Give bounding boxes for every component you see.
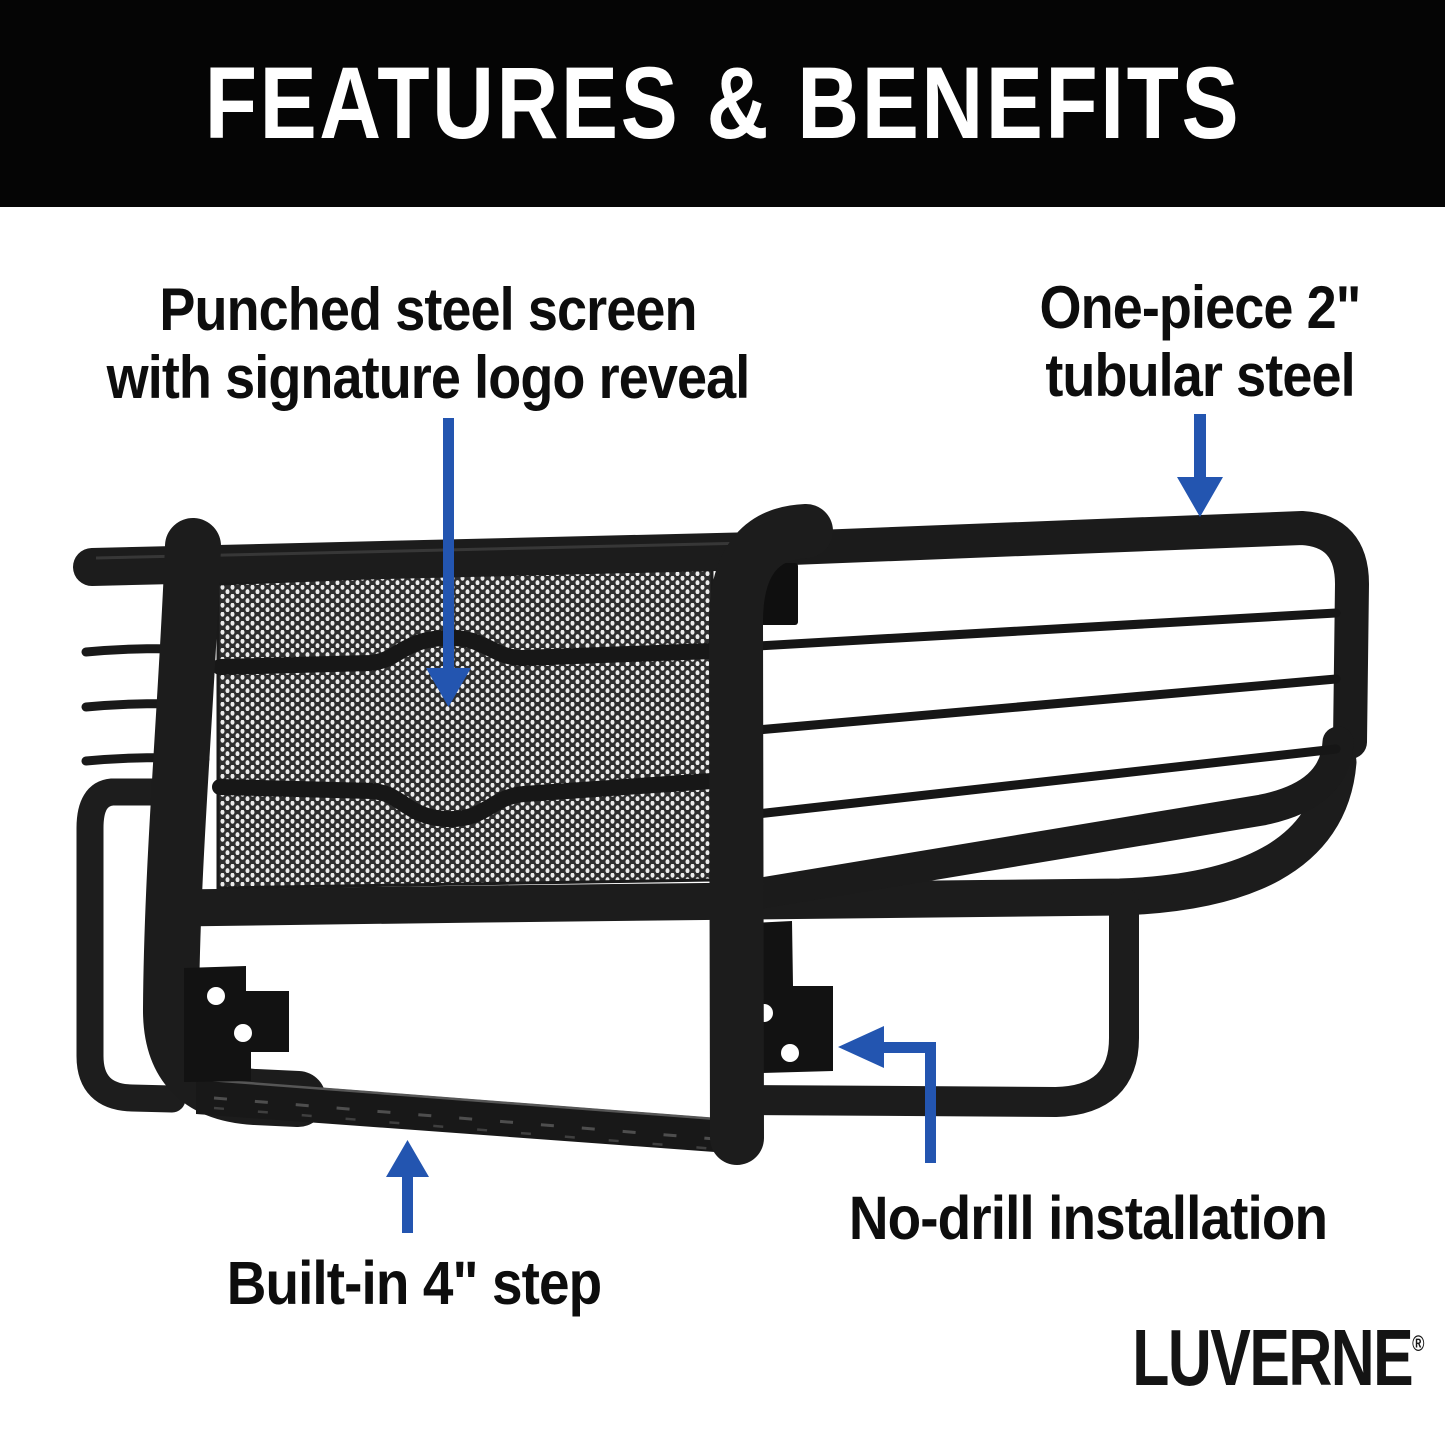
- step-bar: [195, 1077, 743, 1154]
- punched-steel-mesh-screen: [212, 562, 720, 890]
- callout-built-in-step: Built-in 4" step: [216, 1249, 612, 1317]
- callout-punched-steel-screen: Punched steel screen with signature logo…: [86, 276, 770, 412]
- callout-arrows: [386, 414, 1223, 1233]
- callout-one-piece-tubular-steel: One-piece 2" tubular steel: [1002, 274, 1398, 410]
- lower-left-wrap-tube: [76, 778, 186, 1113]
- center-upright-tube: [708, 504, 833, 1165]
- brand-logo: LUVERNE®: [1040, 1312, 1424, 1404]
- headlight-guard-frame: [746, 511, 1369, 909]
- callout-line: No-drill installation: [848, 1184, 1328, 1252]
- page-title: FEATURES & BENEFITS: [204, 46, 1241, 160]
- callout-line: with signature logo reveal: [106, 344, 751, 411]
- callout-line: Punched steel screen: [159, 276, 697, 343]
- callout-line: One-piece 2": [1039, 274, 1362, 341]
- callout-line: tubular steel: [1045, 342, 1355, 409]
- lower-right-loop-tube: [731, 888, 1139, 1118]
- punched-steel-arrow-icon: [426, 418, 471, 707]
- luverne-logo: LUVERNE®: [1132, 1312, 1424, 1404]
- no-drill-arrow-icon: [838, 1026, 936, 1163]
- luverne-logo-text: LUVERNE: [1132, 1313, 1413, 1402]
- callout-line: Built-in 4" step: [226, 1249, 602, 1317]
- built-in-step-arrow-icon: [386, 1140, 429, 1233]
- title-banner: FEATURES & BENEFITS: [0, 0, 1445, 207]
- callout-no-drill-installation: No-drill installation: [836, 1184, 1340, 1252]
- mounting-bracket-left: [184, 966, 289, 1082]
- headlight-guard-rods: [752, 608, 1341, 819]
- tubular-steel-arrow-icon: [1177, 414, 1223, 517]
- registered-trademark-icon: ®: [1412, 1330, 1425, 1356]
